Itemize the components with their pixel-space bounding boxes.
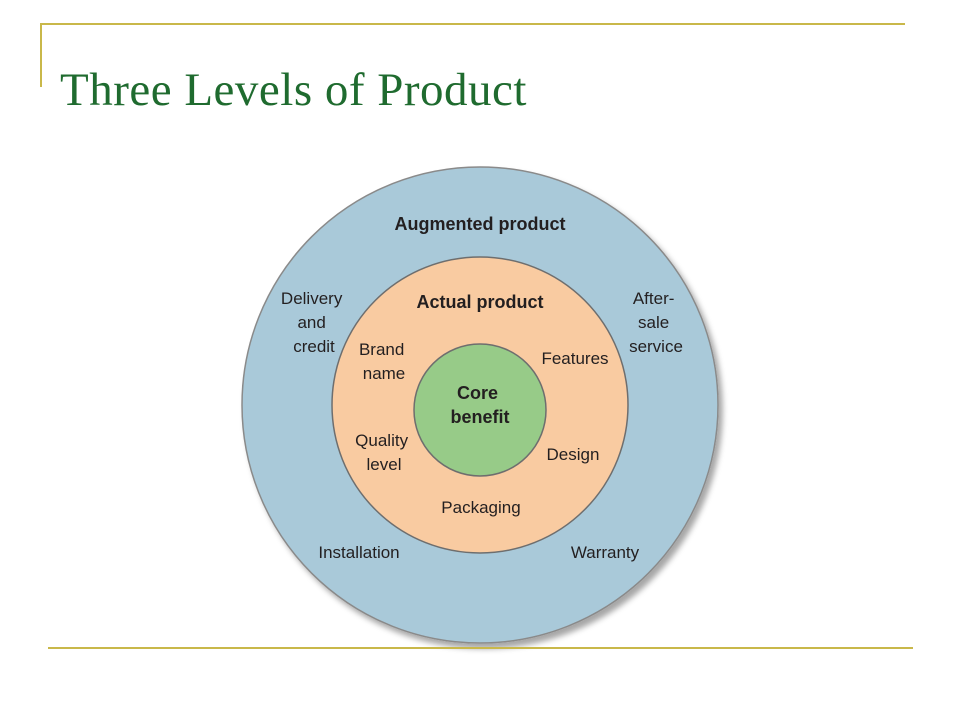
delivery-and-credit-label: Delivery and credit — [281, 289, 347, 356]
accent-rule-bottom — [48, 647, 913, 649]
slide-title: Three Levels of Product — [60, 64, 527, 116]
design-label: Design — [547, 445, 600, 464]
accent-rule-vertical — [40, 23, 42, 87]
actual-product-heading: Actual product — [416, 292, 543, 312]
core-benefit-label: Core benefit — [450, 383, 509, 427]
brand-name-label: Brand name — [359, 340, 409, 383]
core-benefit-circle — [413, 343, 547, 477]
installation-label: Installation — [318, 543, 399, 562]
augmented-product-heading: Augmented product — [395, 214, 566, 234]
after-sale-service-label: After- sale service — [629, 289, 683, 356]
quality-level-label: Quality level — [355, 431, 413, 474]
features-label: Features — [541, 349, 608, 368]
warranty-label: Warranty — [571, 543, 640, 562]
accent-rule-top — [40, 23, 905, 25]
packaging-label: Packaging — [441, 498, 520, 517]
